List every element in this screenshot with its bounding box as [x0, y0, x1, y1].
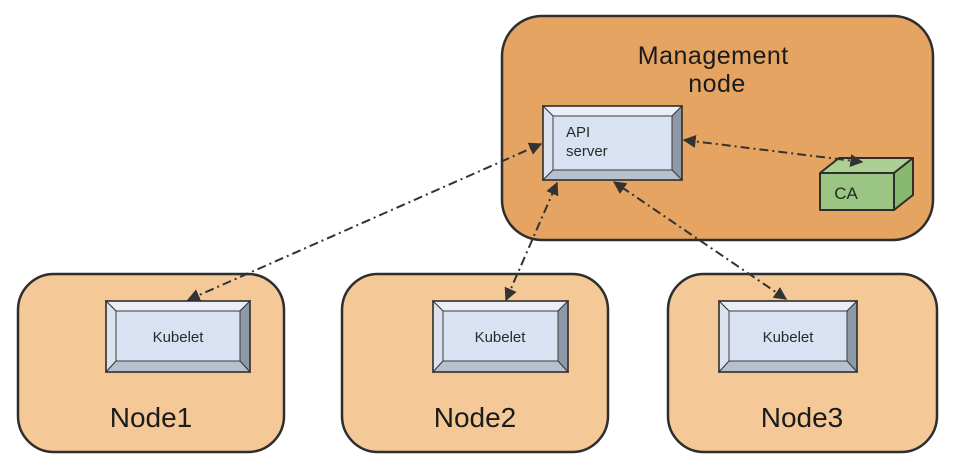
kubelet3-bevel-bottom	[717, 360, 859, 373]
api-server-bevel-top	[541, 105, 684, 117]
kubelet1-label: Kubelet	[153, 329, 205, 346]
kubelet1-bevel-left	[105, 299, 117, 374]
kubelet3-label: Kubelet	[763, 329, 815, 346]
api-server-outline	[542, 105, 683, 181]
kubelet1-face	[115, 310, 241, 362]
kubelet1-outline	[105, 300, 251, 373]
node3-label: Node3	[761, 402, 844, 433]
api-server-bevel-left	[542, 104, 554, 182]
kubelet2-bevel-top	[431, 300, 570, 312]
api-server-face	[552, 115, 673, 171]
kubelet2-face	[442, 310, 559, 362]
kubelet3-bevel-top	[717, 300, 859, 312]
kubelet2-bevel-left	[432, 299, 444, 374]
kubelet2-label: Kubelet	[475, 329, 527, 346]
kubelet1-bevel-bottom	[104, 360, 252, 373]
kubelet1-bevel-right	[239, 299, 251, 374]
connection-kubelet1-apiserver	[186, 142, 543, 302]
kubelet3-outline	[718, 300, 858, 373]
api-server-bevel-bottom	[541, 169, 684, 181]
ca-box: CA	[819, 157, 914, 211]
api-server-label: API server	[566, 124, 608, 160]
ca-front-face	[819, 172, 895, 211]
kubelet3-bevel-left	[718, 299, 730, 374]
kubelet1-box: Kubelet	[104, 299, 252, 374]
connection-kubelet3-apiserver	[612, 181, 788, 300]
kubelet2-box: Kubelet	[431, 299, 570, 374]
kubelet1-bevel-top	[104, 300, 252, 312]
api-server-box: API server	[541, 104, 684, 182]
ca-label: CA	[834, 184, 858, 203]
node2-label: Node2	[434, 402, 517, 433]
connection-kubelet2-apiserver	[504, 181, 559, 302]
management-node-label: Management node	[638, 42, 796, 98]
kubelet2-bevel-right	[557, 299, 569, 374]
kubelet3-box: Kubelet	[717, 299, 859, 374]
api-server-bevel-right	[671, 104, 683, 182]
node1-label: Node1	[110, 402, 193, 433]
kubelet2-bevel-bottom	[431, 360, 570, 373]
kubelet3-bevel-right	[846, 299, 858, 374]
connection-apiserver-ca	[682, 134, 864, 168]
kubelet3-face	[728, 310, 848, 362]
